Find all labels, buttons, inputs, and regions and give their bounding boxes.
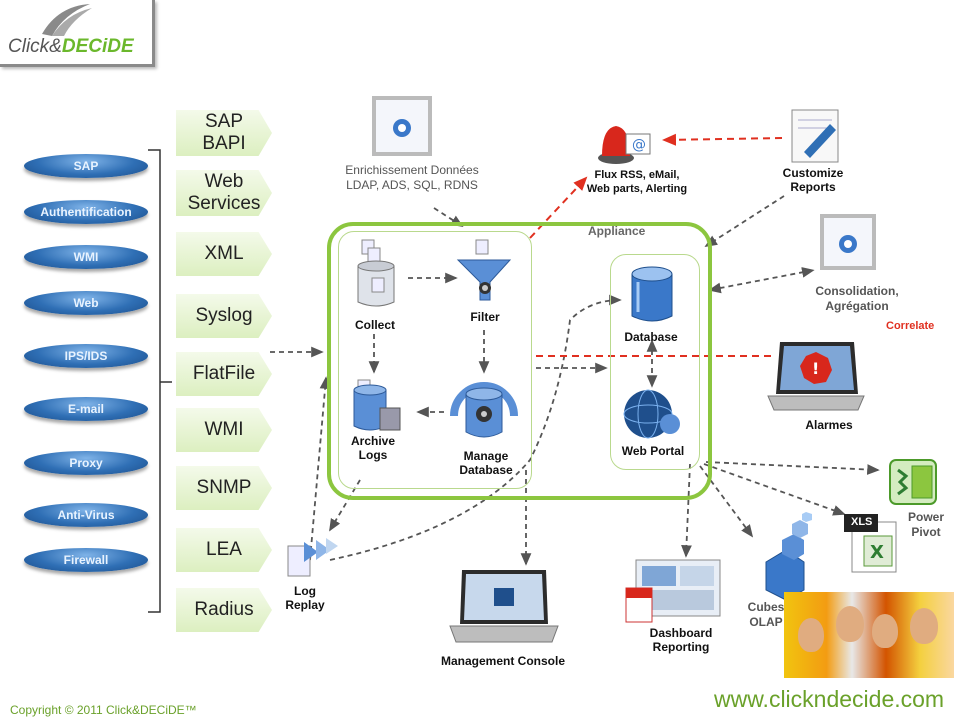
source-antivirus: Anti-Virus [24, 503, 148, 527]
filter-icon [456, 239, 512, 301]
source-sap: SAP [24, 154, 148, 178]
input-lea: LEA [176, 528, 272, 572]
svg-text:!: ! [812, 359, 819, 378]
power-pivot-icon [889, 459, 937, 505]
person-face [910, 608, 938, 644]
filter-label: Filter [470, 310, 500, 324]
web-portal-label: Web Portal [621, 444, 685, 458]
collect-label: Collect [354, 318, 395, 332]
copyright: Copyright © 2011 Click&DECiDE™ [10, 703, 197, 717]
source-wmi: WMI [24, 245, 148, 269]
manage-database-icon [450, 382, 518, 438]
customize-reports-icon [791, 109, 839, 163]
xls-label: XLS [851, 516, 873, 528]
dashboard-reporting-icon [625, 559, 721, 623]
people-photo [784, 592, 954, 678]
input-radius: Radius [176, 588, 272, 632]
alert-label: Flux RSS, eMail,Web parts, Alerting [586, 169, 688, 195]
enrichment-icon [372, 96, 432, 156]
person-face [872, 614, 898, 648]
database-label: Database [624, 330, 678, 344]
database-icon [631, 266, 673, 322]
excel-xls-icon: X [844, 514, 897, 573]
source-firewall: Firewall [24, 548, 148, 572]
web-portal-globe-icon [623, 389, 680, 439]
svg-text:@: @ [632, 137, 646, 153]
appliance-label: Appliance [588, 224, 646, 238]
source-web: Web [24, 291, 148, 315]
svg-text:X: X [870, 542, 884, 563]
alarmes-laptop-icon: ! [767, 342, 865, 411]
cubes-olap-icon [765, 512, 812, 601]
website-link[interactable]: www.clickndecide.com [714, 686, 945, 712]
storage-box [610, 254, 700, 470]
source-email: E-mail [24, 397, 148, 421]
logo-text: Click&DECiDE [8, 36, 134, 57]
source-proxy: Proxy [24, 451, 148, 475]
input-flatfile: FlatFile [176, 352, 272, 396]
person-face [798, 618, 824, 652]
input-xml: XML [176, 232, 272, 276]
source-ips-ids: IPS/IDS [24, 344, 148, 368]
alert-siren-icon: @ [598, 126, 651, 164]
processing-box [338, 231, 532, 489]
input-snmp: SNMP [176, 466, 272, 510]
person-face [836, 606, 864, 642]
management-console-label: Management Console [440, 654, 566, 668]
alarmes-label: Alarmes [805, 418, 853, 432]
consolidation-icon [820, 214, 876, 270]
log-replay-icon [287, 538, 338, 577]
input-syslog: Syslog [176, 294, 272, 338]
input-wmi: WMI [176, 408, 272, 452]
consolidation-label: Consolidation,Agrégation [815, 284, 899, 313]
appliance-container [327, 222, 712, 500]
management-console-laptop-icon [449, 570, 559, 643]
source-authentification: Authentification [24, 200, 148, 224]
archive-logs-icon [353, 379, 401, 431]
logo-swoosh-icon [42, 4, 92, 36]
correlate-label: Correlate [886, 320, 935, 332]
logo [0, 0, 155, 67]
collect-icon [357, 239, 395, 307]
